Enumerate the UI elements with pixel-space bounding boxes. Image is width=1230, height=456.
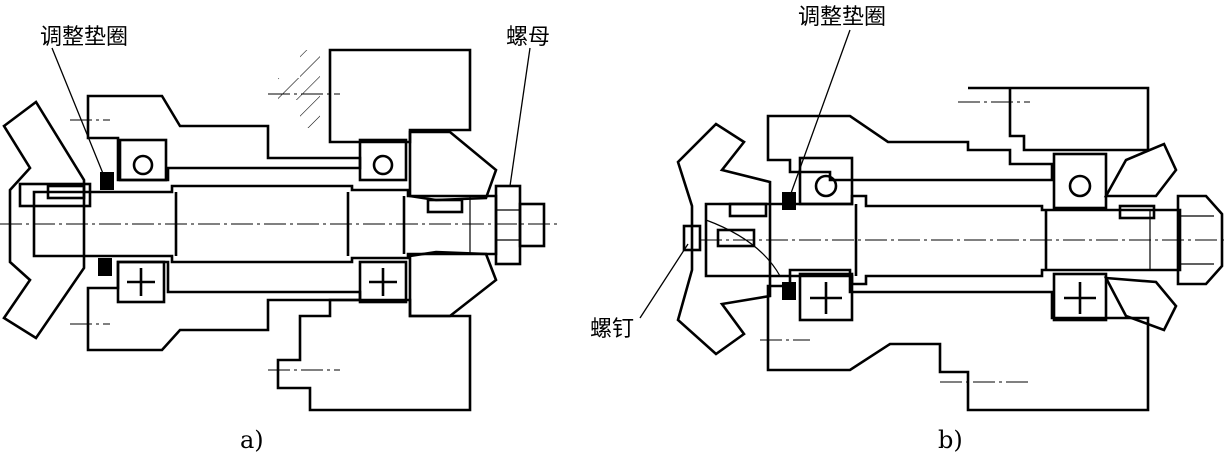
ball-a-right [372, 154, 394, 176]
leader-b-shim [789, 29, 851, 197]
gear-b-right [1103, 142, 1178, 198]
housing-b-upper [968, 86, 1150, 152]
bearing-a-right-lower [358, 260, 408, 304]
bearing-a-left-lower [116, 260, 166, 304]
bearing-b-right-lower [1052, 272, 1108, 322]
screw-b [682, 224, 702, 252]
housing-b-lower [766, 268, 1150, 412]
leader-a-shim [51, 47, 105, 177]
thread-end-a [518, 202, 546, 248]
nut-b [1176, 194, 1224, 286]
gear-a-right [408, 130, 498, 202]
housing-a-upper [278, 50, 320, 128]
bearing-b-left-lower [798, 272, 854, 322]
key-a-right [426, 198, 464, 214]
gear-a-right-lower [408, 250, 498, 318]
ball-b-left [814, 174, 838, 198]
shim-a-upper [100, 172, 114, 190]
shim-b-upper [782, 192, 796, 210]
label-b-shim: 调整垫圈 [798, 5, 886, 30]
gear-b-right-lower [1103, 276, 1178, 332]
gear-a-left-hub [18, 182, 92, 208]
figure-a: 调整垫圈 螺母 a) [0, 25, 560, 454]
caption-a: a) [240, 426, 264, 454]
caption-b: b) [938, 426, 963, 454]
ball-b-right [1068, 174, 1092, 198]
housing-b-upper-left [766, 114, 1054, 182]
shim-b-lower [782, 282, 796, 300]
bearing-b-right-upper [1052, 152, 1108, 210]
bearing-a-right-upper [358, 138, 408, 182]
ball-a-left [132, 154, 154, 176]
shaft-b [704, 194, 1182, 286]
housing-a-upper-right [328, 48, 472, 144]
nut-a [494, 184, 522, 266]
bearing-a-left-upper [118, 138, 168, 182]
key-b-left [728, 202, 768, 218]
leader-b-screw [639, 243, 689, 319]
key-a-left [46, 184, 86, 200]
label-b-screw: 螺钉 [590, 317, 634, 342]
figure-b: 调整垫圈 螺钉 b) [590, 5, 1226, 454]
gear-b-left [676, 122, 772, 356]
gear-a-left [2, 100, 86, 340]
key-b-left-2 [716, 228, 756, 248]
sleeve-a-lower [86, 260, 362, 352]
leader-a-nut [509, 47, 531, 187]
label-a-shim: 调整垫圈 [40, 25, 128, 50]
shim-a-lower [98, 258, 112, 276]
key-b-right [1118, 204, 1156, 220]
label-a-nut: 螺母 [506, 25, 550, 50]
